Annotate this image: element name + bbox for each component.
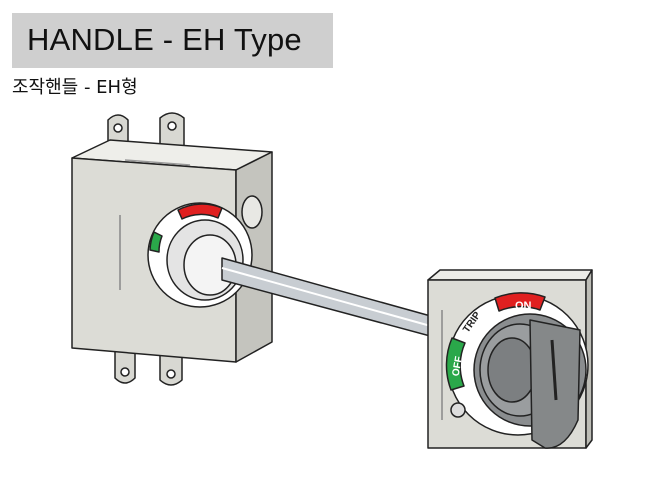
page-title: HANDLE - EH Type — [27, 22, 302, 57]
rear-dial — [147, 202, 253, 308]
page-subtitle: 조작핸들 - EH형 — [12, 77, 138, 98]
front-handle-plate — [427, 269, 593, 449]
bottom-mount-lugs — [114, 349, 183, 386]
title-banner: HANDLE - EH Type — [12, 13, 333, 68]
off-label: OFF — [451, 355, 465, 377]
on-label: ON — [515, 300, 532, 312]
